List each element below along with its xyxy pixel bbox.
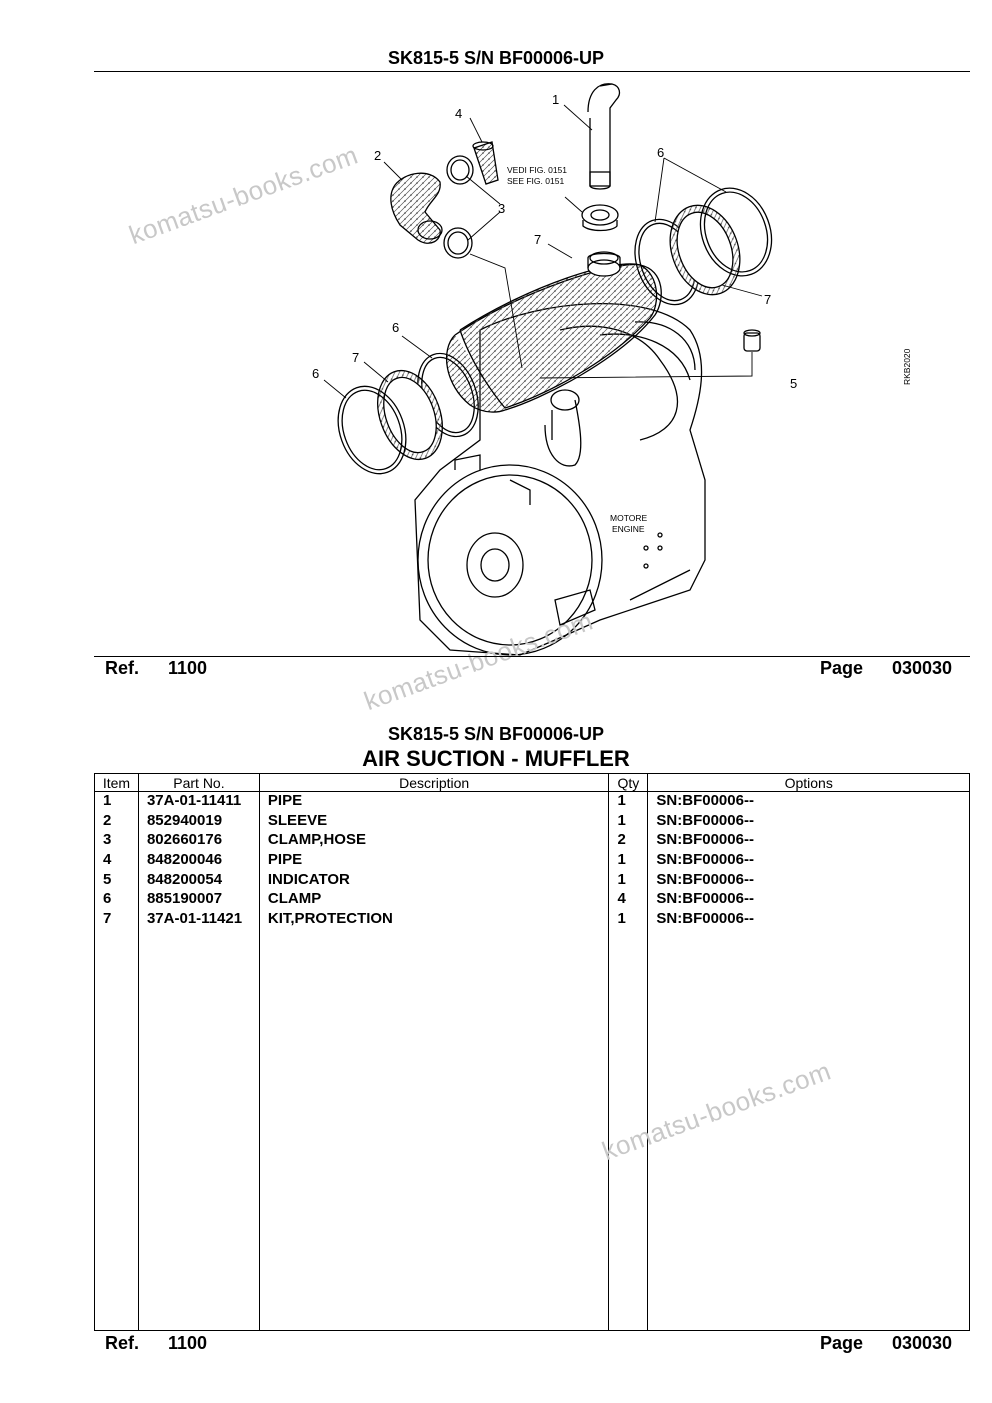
callout-2: 2	[374, 148, 381, 163]
part-options: SN:BF00006--	[647, 870, 970, 891]
col-header-qty: Qty	[608, 773, 649, 792]
part-options: SN:BF00006--	[647, 890, 970, 911]
item-number: 1	[94, 791, 139, 812]
callout-1: 1	[552, 92, 559, 107]
exploded-parts-diagram: 1 2 3 4 5 6 6 6 7 7 7 VEDI FIG. 0151 SEE…	[312, 83, 912, 656]
table-row: 5 848200054 INDICATOR 1 SN:BF00006--	[94, 870, 970, 891]
table-row: 2 852940019 SLEEVE 1 SN:BF00006--	[94, 811, 970, 832]
table-empty-space	[94, 929, 970, 1331]
table-row: 7 37A-01-11421 KIT,PROTECTION 1 SN:BF000…	[94, 910, 970, 930]
col-header-item: Item	[94, 773, 139, 792]
drawing-code: RKB2020	[902, 348, 912, 385]
part-qty: 1	[608, 870, 649, 891]
part-options: SN:BF00006--	[647, 831, 970, 852]
part-4-pipe	[472, 141, 499, 185]
part-3-clamp-upper	[446, 155, 474, 185]
col-header-part-no: Part No.	[137, 773, 260, 792]
item-number: 4	[94, 851, 139, 871]
diagram-footer-rule	[94, 656, 970, 657]
part-5-indicator	[743, 329, 761, 352]
part-options: SN:BF00006--	[647, 851, 970, 871]
part-options: SN:BF00006--	[647, 811, 970, 832]
table-header-row: Item Part No. Description Qty Options	[94, 773, 970, 792]
callout-7-right: 7	[764, 292, 771, 307]
page-value-top: 030030	[892, 658, 953, 678]
part-number: 848200046	[137, 851, 260, 871]
callout-3: 3	[498, 201, 505, 216]
right-clamp-kit	[634, 187, 773, 306]
part-qty: 4	[608, 890, 649, 911]
ref-value-top: 1100	[168, 658, 208, 678]
part-description: KIT,PROTECTION	[258, 910, 610, 930]
item-number: 6	[94, 890, 139, 911]
part-number: 37A-01-11421	[137, 910, 260, 930]
item-number: 7	[94, 910, 139, 930]
table-row: 3 802660176 CLAMP,HOSE 2 SN:BF00006--	[94, 831, 970, 852]
part-qty: 2	[608, 831, 649, 852]
left-clamp-kit	[337, 352, 479, 475]
page-value-bottom: 030030	[892, 1333, 953, 1353]
part-description: INDICATOR	[258, 870, 610, 891]
header-rule	[94, 71, 970, 72]
part-2-sleeve	[390, 172, 443, 244]
part-description: CLAMP,HOSE	[258, 831, 610, 852]
part-number: 37A-01-11411	[137, 791, 260, 812]
part-qty: 1	[608, 851, 649, 871]
part-1-pipe	[587, 83, 621, 190]
part-options: SN:BF00006--	[647, 910, 970, 930]
part-description: SLEEVE	[258, 811, 610, 832]
callout-6-right: 6	[657, 145, 664, 160]
item-number: 5	[94, 870, 139, 891]
vedi-note: VEDI FIG. 0151	[507, 165, 567, 175]
engine-label: ENGINE	[612, 524, 645, 534]
part-number: 852940019	[137, 811, 260, 832]
callout-6-middle: 6	[392, 320, 399, 335]
section-model-title: SK815-5 S/N BF00006-UP	[387, 724, 605, 744]
page-model-title: SK815-5 S/N BF00006-UP	[387, 48, 605, 68]
part-number: 885190007	[137, 890, 260, 911]
table-row: 1 37A-01-11411 PIPE 1 SN:BF00006--	[94, 791, 970, 812]
ref-value-bottom: 1100	[168, 1333, 208, 1353]
part-qty: 1	[608, 811, 649, 832]
col-header-options: Options	[647, 773, 970, 792]
part-3-clamp-lower	[443, 227, 473, 259]
part-qty: 1	[608, 791, 649, 812]
callout-5: 5	[790, 376, 797, 391]
see-note: SEE FIG. 0151	[507, 176, 564, 186]
muffler-body	[445, 204, 662, 413]
part-description: PIPE	[258, 851, 610, 871]
part-description: PIPE	[258, 791, 610, 812]
parts-table: Item Part No. Description Qty Options 1 …	[94, 773, 970, 1331]
callout-7-left: 7	[352, 350, 359, 365]
ref-label-top: Ref.	[105, 658, 140, 678]
table-row: 6 885190007 CLAMP 4 SN:BF00006--	[94, 890, 970, 911]
ref-label-bottom: Ref.	[105, 1333, 140, 1353]
page-label-top: Page	[820, 658, 864, 678]
leader-lines	[323, 104, 763, 399]
part-number: 802660176	[137, 831, 260, 852]
part-qty: 1	[608, 910, 649, 930]
part-description: CLAMP	[258, 890, 610, 911]
item-number: 3	[94, 831, 139, 852]
section-heading: AIR SUCTION - MUFFLER	[362, 746, 630, 771]
table-row: 4 848200046 PIPE 1 SN:BF00006--	[94, 851, 970, 871]
part-number: 848200054	[137, 870, 260, 891]
motore-label: MOTORE	[610, 513, 647, 523]
callout-7-top: 7	[534, 232, 541, 247]
callout-6-left: 6	[312, 366, 319, 381]
callout-4: 4	[455, 106, 462, 121]
page-label-bottom: Page	[820, 1333, 864, 1353]
part-options: SN:BF00006--	[647, 791, 970, 812]
item-number: 2	[94, 811, 139, 832]
col-header-description: Description	[258, 773, 610, 792]
